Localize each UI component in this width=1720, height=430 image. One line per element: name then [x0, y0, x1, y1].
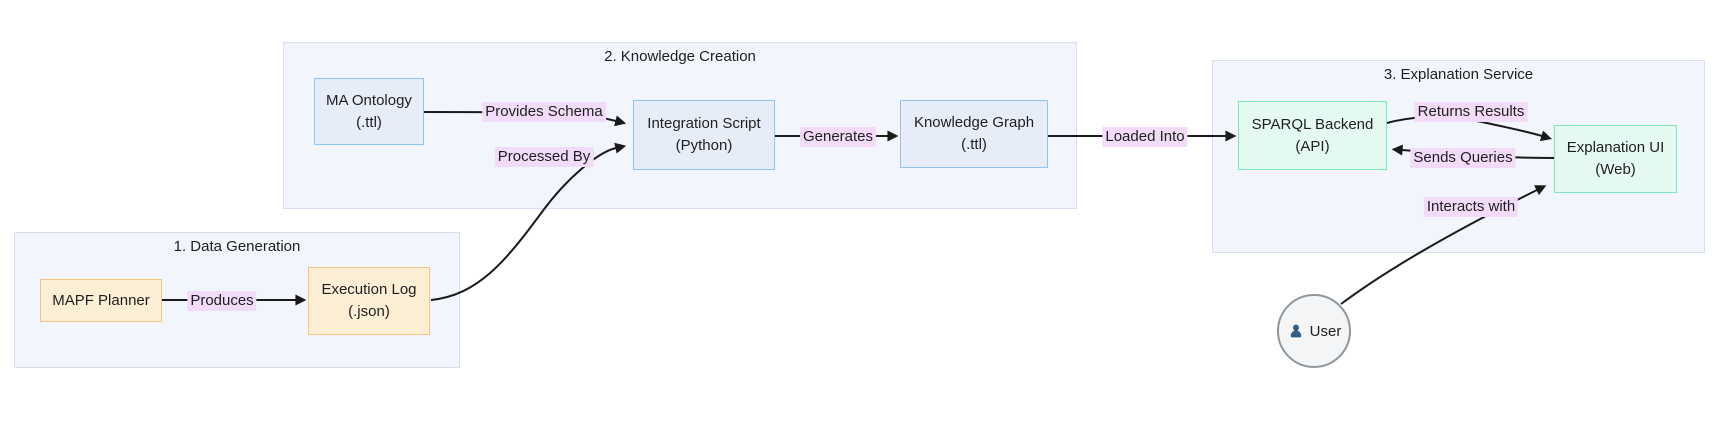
node-label-knowledge-graph: Knowledge Graph (.ttl)	[913, 114, 1035, 153]
node-integration-script: Integration Script (Python)	[633, 100, 775, 170]
node-label-ma-ontology: MA Ontology (.ttl)	[326, 91, 412, 131]
edge-label-sends-queries: Sends Queries	[1410, 148, 1516, 168]
node-label-integration-script: Integration Script (Python)	[647, 115, 761, 154]
edge-label-generates: Generates	[799, 127, 877, 147]
node-label-user: User	[1309, 322, 1342, 340]
node-ma-ontology: MA Ontology (.ttl)	[314, 78, 424, 145]
edge-processed-by	[430, 142, 627, 301]
user-icon	[1287, 322, 1305, 340]
subgraph-title-knowledge-creation: 2. Knowledge Creation	[604, 48, 756, 65]
node-user: User	[1277, 294, 1351, 368]
node-explanation-ui: Explanation UI (Web)	[1554, 125, 1677, 193]
edge-label-processed-by: Processed By	[494, 147, 594, 167]
node-mapf-planner: MAPF Planner	[40, 279, 162, 322]
edge-label-returns-results: Returns Results	[1414, 102, 1528, 122]
node-label-explanation-ui: Explanation UI (Web)	[1566, 139, 1665, 178]
edge-label-provides-schema: Provides Schema	[482, 102, 606, 122]
node-sparql-backend: SPARQL Backend (API)	[1238, 101, 1387, 170]
subgraph-title-data-generation: 1. Data Generation	[173, 238, 301, 255]
edge-label-interacts-with: Interacts with	[1423, 197, 1519, 217]
edge-label-loaded-into: Loaded Into	[1102, 127, 1188, 147]
node-knowledge-graph: Knowledge Graph (.ttl)	[900, 100, 1048, 168]
subgraph-title-explanation-service: 3. Explanation Service	[1383, 66, 1534, 83]
node-label-mapf-planner: MAPF Planner	[52, 291, 150, 309]
node-label-execution-log: Execution Log (.json)	[321, 281, 417, 320]
node-label-sparql-backend: SPARQL Backend (API)	[1251, 115, 1374, 155]
node-execution-log: Execution Log (.json)	[308, 267, 430, 335]
edge-label-produces: Produces	[187, 291, 257, 311]
